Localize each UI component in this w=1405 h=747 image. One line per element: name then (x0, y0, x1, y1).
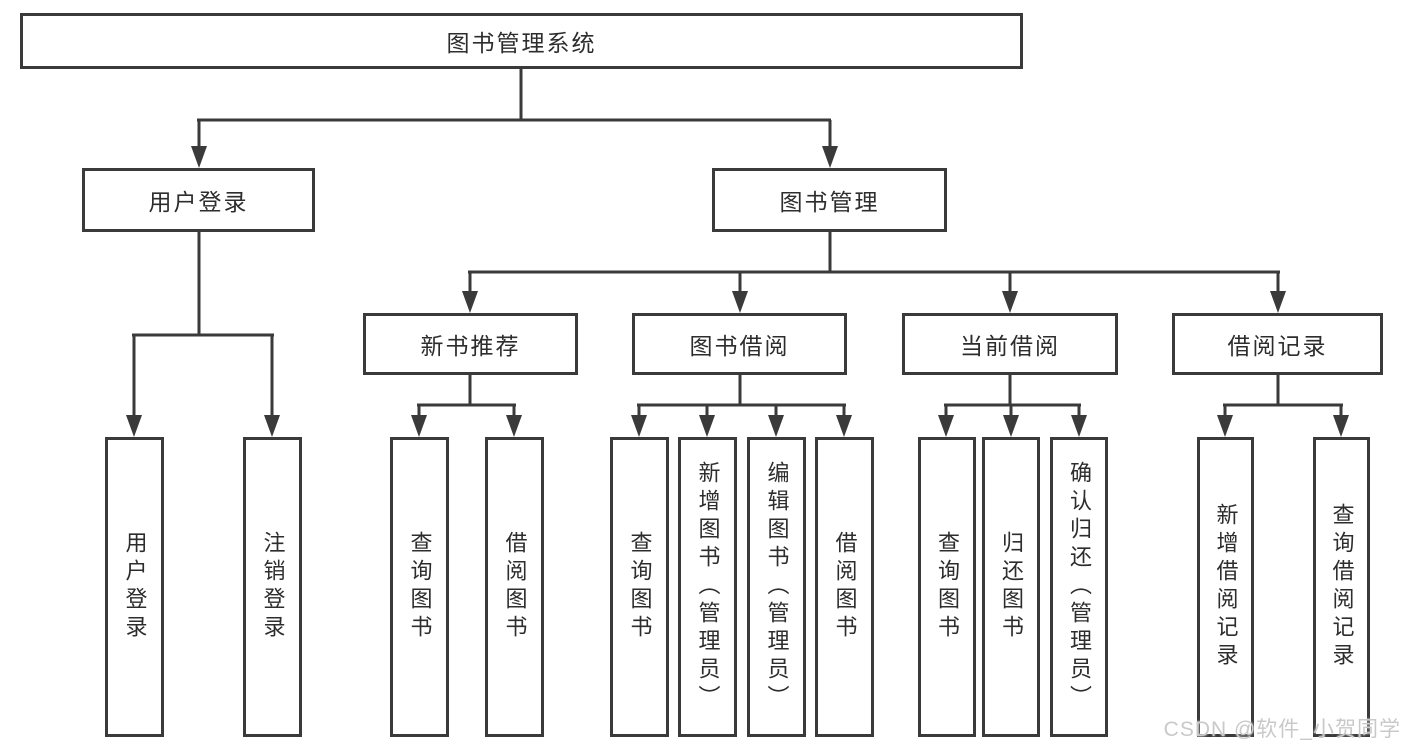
node-book-management-branch: 图书管理 (712, 168, 947, 232)
node-label: 注销登录 (260, 531, 286, 643)
node-label: 确认归还（管理员） (1067, 461, 1092, 713)
node-current-borrow: 当前借阅 (902, 313, 1118, 375)
node-leaf-query-borrow-record: 查询借阅记录 (1313, 437, 1370, 737)
node-label: 借阅记录 (1227, 333, 1328, 359)
node-label: 用户登录 (148, 189, 249, 215)
node-book-borrow: 图书借阅 (632, 313, 847, 375)
node-leaf-edit-book-admin: 编辑图书（管理员） (747, 437, 806, 737)
csdn-watermark: CSDN @软件_小贺同学 (1163, 718, 1401, 741)
node-leaf-confirm-return-admin: 确认归还（管理员） (1050, 437, 1108, 737)
node-label: 查询图书 (407, 531, 433, 643)
node-label: 查询借阅记录 (1329, 503, 1355, 671)
node-leaf-query-book-2: 查询图书 (610, 437, 669, 737)
node-label: 新增借阅记录 (1213, 503, 1239, 671)
node-leaf-user-login: 用户登录 (105, 437, 164, 737)
node-leaf-query-book-1: 查询图书 (390, 437, 449, 737)
node-label: 新书推荐 (420, 333, 521, 359)
node-user-login-branch: 用户登录 (82, 168, 315, 232)
node-label: 借阅图书 (502, 531, 528, 643)
node-new-book-recommend: 新书推荐 (363, 313, 578, 375)
node-label: 归还图书 (999, 531, 1024, 643)
node-leaf-logout: 注销登录 (243, 437, 302, 737)
node-leaf-borrow-book-1: 借阅图书 (485, 437, 544, 737)
node-label: 用户登录 (122, 531, 148, 643)
node-library-management-system: 图书管理系统 (20, 13, 1023, 69)
node-leaf-return-book: 归还图书 (982, 437, 1040, 737)
node-leaf-add-book-admin: 新增图书（管理员） (678, 437, 737, 737)
node-label: 图书管理系统 (446, 30, 597, 56)
node-borrow-records: 借阅记录 (1172, 313, 1383, 375)
node-label: 新增图书（管理员） (695, 461, 721, 713)
node-label: 借阅图书 (832, 531, 858, 643)
node-label: 查询图书 (935, 531, 960, 643)
node-label: 查询图书 (627, 531, 653, 643)
node-leaf-borrow-book-2: 借阅图书 (815, 437, 874, 737)
node-leaf-query-book-3: 查询图书 (918, 437, 976, 737)
node-label: 图书借阅 (689, 333, 790, 359)
node-leaf-add-borrow-record: 新增借阅记录 (1197, 437, 1254, 737)
node-label: 编辑图书（管理员） (764, 461, 790, 713)
node-label: 当前借阅 (960, 333, 1060, 359)
node-label: 图书管理 (779, 189, 880, 215)
